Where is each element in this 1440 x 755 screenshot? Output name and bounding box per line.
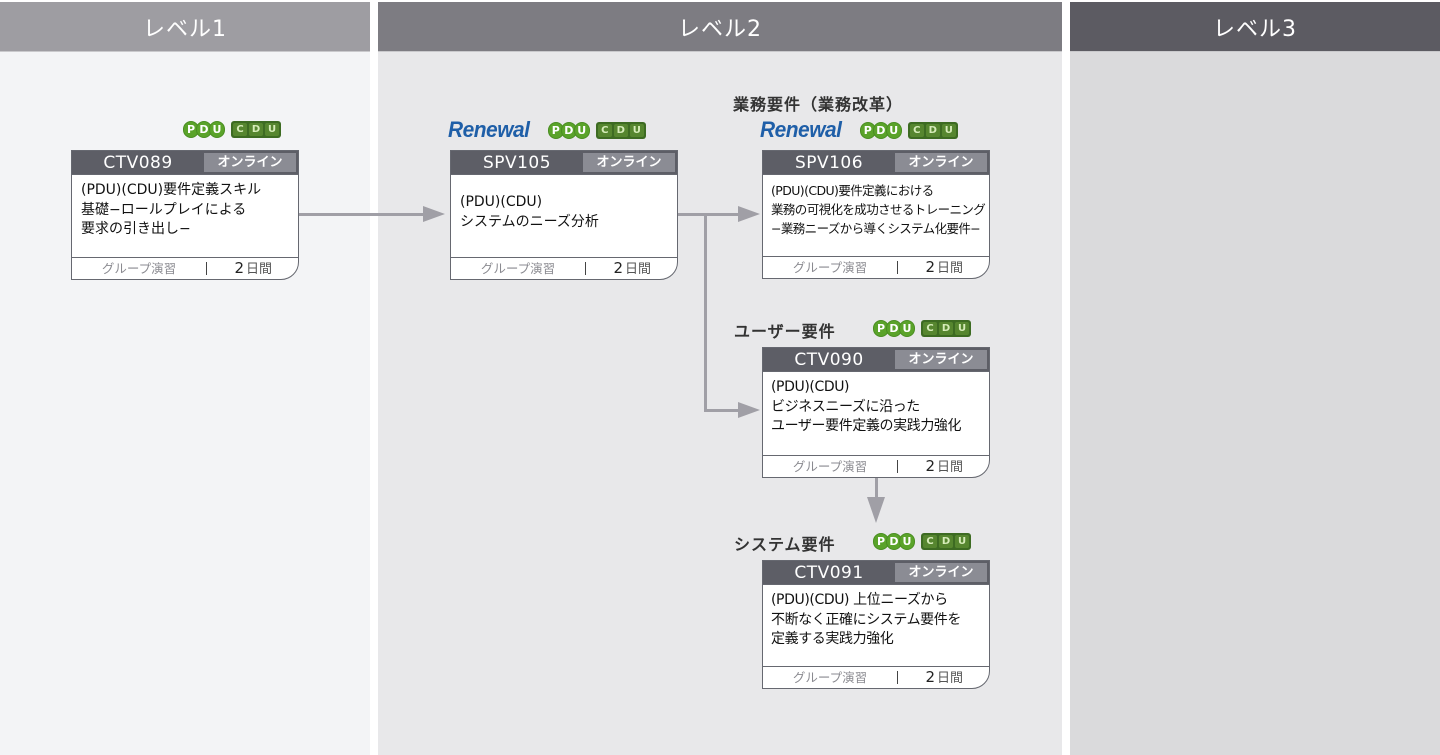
course-title: (PDU)(CDU) 上位ニーズから 不断なく正確にシステム要件を 定義する実践… [771, 592, 961, 647]
level-1-column: レベル1 [0, 0, 370, 755]
level-2-header: レベル2 [378, 2, 1062, 52]
arrow-down-icon [867, 497, 885, 523]
user-requirements-label: ユーザー要件 [734, 322, 836, 341]
course-title: (PDU)(CDU)要件定義における 業務の可視化を成功させるトレーニング −業… [771, 183, 986, 236]
delivery-tag: オンライン [895, 563, 987, 582]
course-code: SPV105 [482, 153, 552, 173]
connector-ctv089-spv105 [299, 213, 425, 216]
arrow-right-icon [423, 206, 445, 222]
course-title: (PDU)(CDU)要件定義スキル 基礎−ロールプレイによる 要求の引き出し− [81, 182, 262, 237]
delivery-tag: オンライン [204, 153, 296, 172]
course-card-ctv089[interactable]: CTV089 オンライン (PDU)(CDU)要件定義スキル 基礎−ロールプレイ… [71, 150, 299, 280]
course-card-spv105[interactable]: SPV105 オンライン (PDU)(CDU) システムのニーズ分析 グループ演… [450, 150, 678, 280]
course-format: グループ演習 [451, 262, 586, 276]
arrow-right-icon [738, 206, 760, 222]
system-requirements-label: システム要件 [734, 535, 836, 554]
renewal-logo: Renewal [760, 117, 842, 142]
level-1-header: レベル1 [0, 2, 370, 52]
business-requirements-label: 業務要件（業務改革） [733, 95, 904, 114]
delivery-tag: オンライン [895, 350, 987, 369]
level-3-column: レベル3 [1070, 0, 1440, 755]
course-format: グループ演習 [763, 261, 898, 275]
course-code: CTV091 [794, 563, 864, 583]
card-header: CTV091 オンライン [763, 561, 989, 585]
course-code: SPV106 [794, 153, 864, 173]
connector-ctv090-ctv091 [875, 477, 878, 499]
level-3-header: レベル3 [1070, 2, 1440, 52]
renewal-logo: Renewal [448, 117, 530, 142]
course-code: CTV089 [103, 153, 173, 173]
course-card-ctv090[interactable]: CTV090 オンライン (PDU)(CDU) ビジネスニーズに沿った ユーザー… [762, 347, 990, 478]
course-title: (PDU)(CDU) ビジネスニーズに沿った ユーザー要件定義の実践力強化 [771, 379, 962, 434]
card-header: CTV090 オンライン [763, 348, 989, 372]
course-format: グループ演習 [763, 460, 898, 474]
course-title: (PDU)(CDU) システムのニーズ分析 [460, 194, 599, 230]
arrow-right-icon [738, 402, 760, 418]
connector-spv105-ctv090 [704, 409, 740, 412]
course-format: グループ演習 [72, 262, 207, 276]
course-code: CTV090 [794, 350, 864, 370]
card-header: SPV106 オンライン [763, 151, 989, 175]
level-3-body [1070, 52, 1440, 755]
course-format: グループ演習 [763, 671, 898, 685]
course-card-ctv091[interactable]: CTV091 オンライン (PDU)(CDU) 上位ニーズから 不断なく正確にシ… [762, 560, 990, 689]
connector-spv105-spv106 [678, 213, 740, 216]
delivery-tag: オンライン [583, 153, 675, 172]
card-header: SPV105 オンライン [451, 151, 677, 175]
course-card-spv106[interactable]: SPV106 オンライン (PDU)(CDU)要件定義における 業務の可視化を成… [762, 150, 990, 279]
delivery-tag: オンライン [895, 153, 987, 172]
card-header: CTV089 オンライン [72, 151, 298, 175]
connector-branch-vertical [704, 213, 707, 411]
